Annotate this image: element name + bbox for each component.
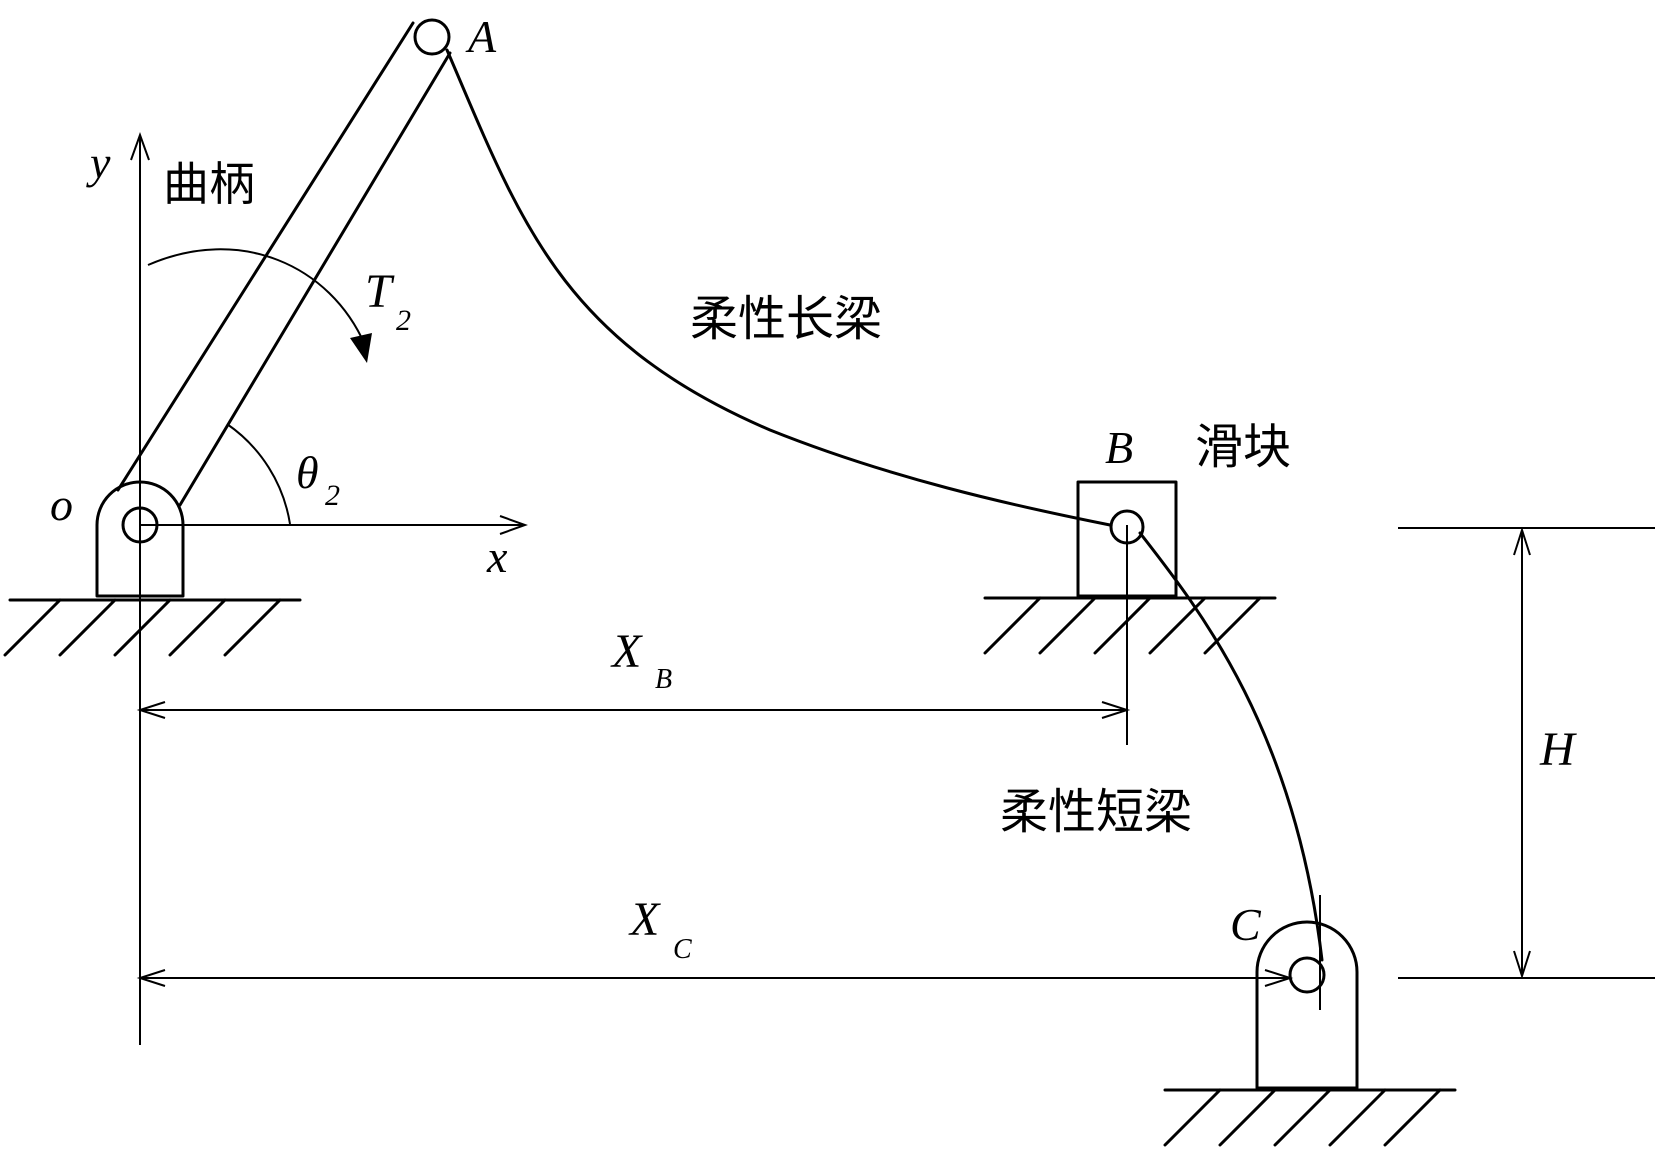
label-xb: X: [610, 625, 643, 678]
x-axis: [140, 515, 528, 535]
label-torque: T: [365, 265, 395, 318]
label-crank: 曲柄: [163, 157, 255, 211]
ground-support-o: [3, 598, 302, 657]
label-a: A: [465, 11, 497, 62]
label-origin: o: [50, 479, 73, 530]
label-long-beam: 柔性长梁: [690, 291, 882, 347]
label-c: C: [1230, 899, 1262, 950]
pin-joint-o: [121, 506, 159, 544]
pin-joint-b: [1109, 509, 1145, 545]
pivot-bracket-o: [95, 480, 185, 598]
angle-arc: [226, 423, 291, 525]
label-angle: θ: [296, 447, 319, 498]
pin-joint-c: [1288, 895, 1326, 1010]
label-y-axis: y: [86, 137, 111, 188]
ground-support-b: [983, 596, 1277, 655]
label-xb-subscript: B: [655, 664, 672, 695]
crank-link: [116, 21, 452, 507]
dimension-xb: [136, 701, 1131, 719]
label-xc-subscript: C: [673, 934, 692, 965]
pivot-bracket-c: [1255, 920, 1359, 1090]
torque-arc: [147, 248, 372, 363]
label-short-beam: 柔性短梁: [1000, 784, 1192, 840]
dimension-h: [1398, 526, 1655, 980]
label-b: B: [1105, 422, 1133, 473]
label-h: H: [1539, 723, 1577, 776]
y-axis: [130, 132, 150, 1045]
label-slider: 滑块: [1195, 419, 1291, 475]
label-xc: X: [628, 893, 661, 946]
label-angle-subscript: 2: [325, 479, 340, 512]
flexible-short-beam: [1138, 531, 1324, 962]
ground-support-c: [1163, 1088, 1457, 1147]
flexible-long-beam: [445, 48, 1112, 527]
dimension-xc: [136, 969, 1294, 987]
label-x-axis: x: [486, 531, 508, 582]
pin-joint-a: [413, 18, 451, 56]
label-torque-subscript: 2: [396, 304, 411, 337]
